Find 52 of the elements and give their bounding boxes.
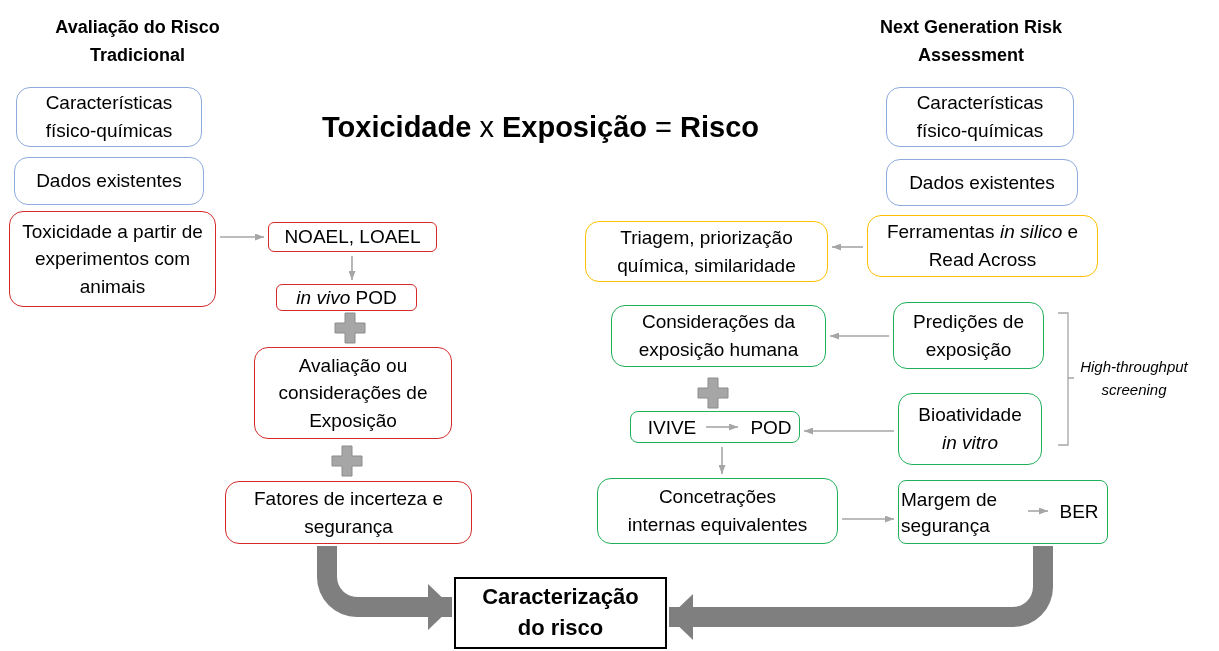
node-label: POD xyxy=(750,416,792,441)
node-label: Margem de segurança xyxy=(901,488,999,538)
node-label: Caracterização do risco xyxy=(481,583,640,642)
node-label: Dados existentes xyxy=(36,169,182,194)
node-label: Considerações da exposição humana xyxy=(637,310,800,362)
arrow xyxy=(219,233,265,241)
empty-box xyxy=(630,411,800,443)
node-label: Triagem, priorização química, similaridade xyxy=(616,225,797,278)
node-label: Concetrações internas equivalentes xyxy=(626,485,809,537)
arrow xyxy=(831,243,864,251)
process-box xyxy=(276,284,417,311)
process-box xyxy=(585,221,828,282)
group-label: High-throughput screening xyxy=(1079,357,1189,401)
process-box xyxy=(268,222,437,252)
arrow xyxy=(348,255,356,281)
process-box xyxy=(886,87,1074,147)
node-label: Fatores de incerteza e segurança xyxy=(252,486,444,539)
node-label: Características físico-químicas xyxy=(915,91,1045,143)
column-heading: Next Generation Risk Assessment xyxy=(878,16,1064,67)
node-label: in vivo POD xyxy=(296,285,397,310)
title: Toxicidade x Exposição = Risco xyxy=(322,111,760,144)
node-label: Predições de exposição xyxy=(912,309,1025,362)
process-box xyxy=(867,215,1098,277)
process-box xyxy=(893,302,1044,369)
node-label: Dados existentes xyxy=(909,170,1055,195)
node-label: Bioatividade in vitro xyxy=(918,403,1022,455)
node-label: IVIVE xyxy=(647,416,697,441)
process-box xyxy=(16,87,202,147)
node-label: Características físico-químicas xyxy=(44,91,174,143)
node-label: BER xyxy=(1059,500,1099,525)
process-box xyxy=(14,157,204,205)
process-box xyxy=(597,478,838,544)
arrow xyxy=(803,427,895,435)
process-box xyxy=(254,347,452,439)
arrow xyxy=(841,515,895,523)
process-box xyxy=(886,159,1078,206)
node-label: Ferramentas in silico e Read Across xyxy=(886,220,1079,272)
arrow xyxy=(829,332,890,340)
arrow xyxy=(705,423,739,431)
process-box xyxy=(225,481,472,544)
arrow xyxy=(718,446,726,475)
arrow xyxy=(1027,507,1049,515)
process-box xyxy=(898,393,1042,465)
process-box xyxy=(611,305,826,367)
empty-box xyxy=(898,480,1108,544)
column-heading: Avaliação do Risco Tradicional xyxy=(54,16,221,67)
node-label: Avaliação ou considerações de Exposição xyxy=(277,353,429,433)
result-box xyxy=(454,577,667,649)
block-arrow xyxy=(317,546,452,630)
node-label: NOAEL, LOAEL xyxy=(284,225,421,250)
process-box xyxy=(9,211,216,307)
node-label: Toxicidade a partir de experimentos com animais xyxy=(21,219,204,299)
